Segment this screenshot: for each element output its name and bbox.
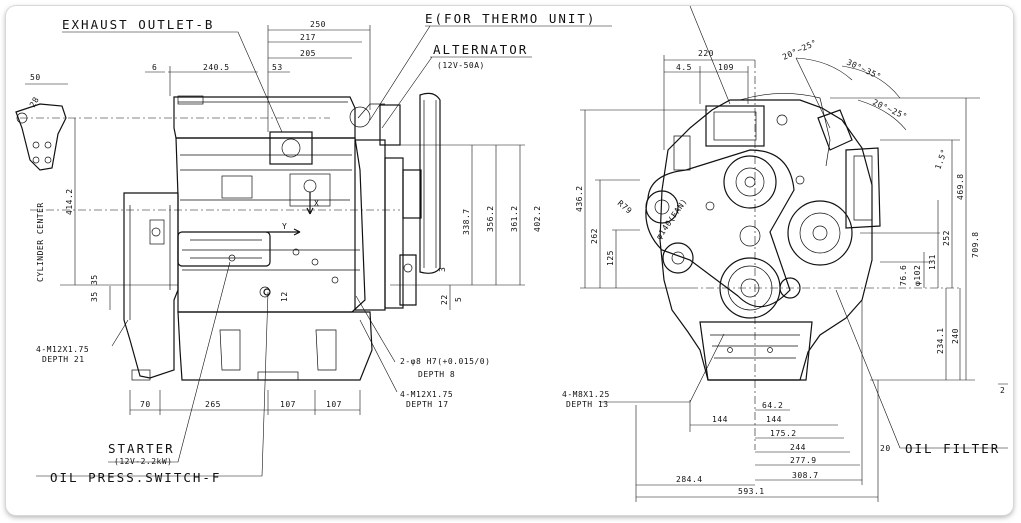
dim-side-top: 53 — [272, 63, 283, 72]
dim-front-angle: 1.5° — [933, 148, 949, 171]
depth-8-label: DEPTH 8 — [418, 370, 455, 379]
side-view — [15, 25, 612, 477]
dim-side-vertical: 361.2 — [510, 205, 519, 232]
oil-press-switch-label: OIL PRESS.SWITCH-F — [50, 470, 221, 485]
dim-front-right: 240 — [951, 328, 960, 344]
dim-side-vertical: 22 — [440, 294, 449, 305]
dim-side-top: 217 — [300, 33, 316, 42]
engine-drawing: EXHAUST OUTLET-B E(FOR THERMO UNIT) ALTE… — [15, 6, 1008, 502]
dim-side-vertical: 402.2 — [533, 205, 542, 232]
dim-front-right: 469.8 — [956, 173, 965, 200]
dim-front-right: 131 — [928, 254, 937, 270]
dim-front-top: 220 — [698, 49, 714, 58]
dim-side-bottom: 107 — [280, 400, 296, 409]
fan-label: φ140(FAN) — [654, 197, 689, 241]
dim-front-left: 125 — [606, 250, 615, 266]
drawing-frame: EXHAUST OUTLET-B E(FOR THERMO UNIT) ALTE… — [6, 6, 1013, 515]
thermo-unit-label: E(FOR THERMO UNIT) — [425, 11, 596, 26]
dim-front-left: 262 — [590, 228, 599, 244]
dim-side-vertical: 3 — [438, 267, 447, 272]
cylinder-center-label: CYLINDER CENTER — [36, 202, 45, 282]
exhaust-outlet-label: EXHAUST OUTLET-B — [62, 17, 214, 32]
dim-side-vertical: 356.2 — [486, 205, 495, 232]
oil-filter-label: OIL FILTER — [905, 441, 1000, 456]
dim-front-top: 109 — [718, 63, 734, 72]
dim-side-bottom: 107 — [326, 400, 342, 409]
axis-x-label: X — [314, 199, 319, 208]
dim-front-bottom: 308.7 — [792, 471, 819, 480]
dim-side-vertical: 35 — [90, 291, 99, 302]
dim-front-bottom: 284.4 — [676, 475, 703, 484]
dim-front-left: 436.2 — [575, 185, 584, 212]
dim-front-right: 234.1 — [936, 327, 945, 354]
dim-front-bottom: 144 — [712, 415, 728, 424]
dim-side-bottom: 70 — [140, 400, 151, 409]
dim-front-bottom: 20 — [880, 444, 891, 453]
dim-side-vertical: 35 — [90, 274, 99, 285]
dim-front-right: 709.8 — [971, 231, 980, 258]
dim-front-right: 76.6 — [899, 265, 908, 286]
bolt-left-label: 4-M12X1.75 — [36, 345, 89, 354]
dim-front-angle: 20°~25° — [871, 98, 909, 122]
dim-front-bottom: 2 — [1000, 386, 1005, 395]
dim-side-top: 205 — [300, 49, 316, 58]
depth-17-label: DEPTH 17 — [406, 400, 449, 409]
dim-front-right: 252 — [942, 230, 951, 246]
dim-side-vertical: 338.7 — [462, 208, 471, 235]
dim-side-top: 240.5 — [203, 63, 230, 72]
bolt-right-label: 4-M12X1.75 — [400, 390, 453, 399]
bolt-front-label: 4-M8X1.25 — [562, 390, 610, 399]
starter-spec: (12V-2.2kW) — [114, 457, 172, 466]
pin-hole-label: 2-φ8 H7(+0.015/0) — [400, 357, 490, 366]
depth-13-label: DEPTH 13 — [566, 400, 609, 409]
dim-front-bottom: 64.2 — [762, 401, 783, 410]
dim-front-bottom: 244 — [790, 443, 806, 452]
dim-side-vertical: 12 — [280, 291, 289, 302]
dim-side-top: 250 — [310, 20, 326, 29]
dim-side-top: 6 — [152, 63, 157, 72]
dim-front-top: 4.5 — [676, 63, 692, 72]
depth-21-label: DEPTH 21 — [42, 355, 85, 364]
dim-front-bottom: 144 — [766, 415, 782, 424]
axis-y-label: Y — [282, 222, 287, 231]
labels: EXHAUST OUTLET-B E(FOR THERMO UNIT) ALTE… — [28, 11, 1005, 496]
alternator-spec: (12V-50A) — [437, 61, 485, 70]
dim-front-bottom: 277.9 — [790, 456, 817, 465]
dim-front-bottom: 175.2 — [770, 429, 797, 438]
dim-front-angle: 30°~35° — [845, 58, 883, 82]
dim-side-vertical: 414.2 — [65, 188, 74, 215]
front-view — [580, 6, 1008, 502]
alternator-label: ALTERNATOR — [433, 42, 528, 57]
starter-label: STARTER — [108, 441, 175, 456]
dim-side-top: 50 — [30, 73, 41, 82]
dim-front-bottom: 593.1 — [738, 487, 765, 496]
dim-side-bottom: 265 — [205, 400, 221, 409]
dim-side-vertical: 5 — [454, 297, 463, 302]
dim-front-right: φ102 — [913, 265, 922, 286]
dim-front-left: R79 — [616, 199, 634, 216]
